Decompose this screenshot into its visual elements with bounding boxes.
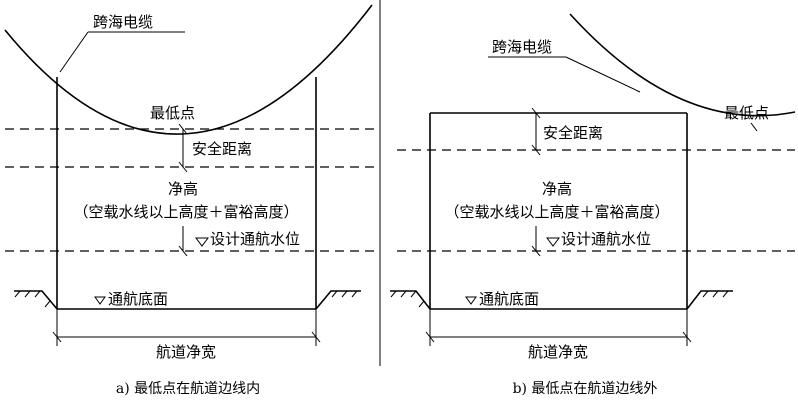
panel-b-width-tick-right [682,331,692,343]
panel-a-lowest-point-label: 最低点 [150,104,195,122]
panel-b-width-tick-left [425,331,435,343]
panel-a: 跨海电缆 最低点 安全距离 净高 （空载水线以上高度＋富裕高度） 设计通航水位 [4,4,377,397]
panel-b-water-level-symbol [546,237,560,247]
panel-b-lowest-point-tick [750,122,758,132]
panel-b-design-water-level-label: 设计通航水位 [561,230,651,248]
panel-a-ground-hatch [14,290,358,308]
panel-b-safety-distance-label: 安全距离 [543,124,603,142]
panel-b-cable-curve [569,13,796,117]
panel-a-water-level-symbol [195,237,209,247]
panel-a-width-tick-left [52,331,62,343]
panel-a-safety-tick-top [178,123,188,135]
panel-a-clearance-label: 净高 [168,180,198,198]
panel-b-bottom-symbol [465,296,477,305]
panel-b-clearance-label: 净高 [542,180,572,198]
panel-b-caption: b) 最低点在航道边线外 [513,381,658,397]
panel-a-safety-tick-bottom [178,161,188,173]
panel-a-clearance-tick [178,245,188,257]
panel-a-width-tick-right [311,331,321,343]
panel-a-clearance-detail: （空载水线以上高度＋富裕高度） [73,203,298,221]
panel-a-caption: a) 最低点在航道边线内 [116,381,260,397]
panel-b-lowest-point-label: 最低点 [724,104,769,122]
panel-a-bottom-symbol [94,296,106,305]
panel-b-safety-tick-top [531,107,541,119]
panel-a-channel-width-label: 航道净宽 [156,343,216,361]
panel-a-design-water-level-label: 设计通航水位 [210,230,300,248]
panel-b-ground-hatch [390,290,729,308]
panel-a-channel-bottom-label: 通航底面 [108,290,168,308]
panel-a-cable-leader [59,31,89,73]
panel-b-clearance-tick [531,245,541,257]
panel-b: 跨海电缆 最低点 安全距离 净高 （空载水线以上高度＋富裕高度） 设计通航水位 [390,13,796,397]
panel-b-channel-width-label: 航道净宽 [528,343,588,361]
panel-b-channel-bed [390,290,733,310]
panel-a-cable-label: 跨海电缆 [93,13,153,31]
panel-b-channel-bottom-label: 通航底面 [479,290,539,308]
panel-b-cable-label: 跨海电缆 [492,38,552,56]
panel-a-safety-distance-label: 安全距离 [192,140,252,158]
panel-b-safety-tick-bottom [531,144,541,156]
panel-b-clearance-detail: （空载水线以上高度＋富裕高度） [444,203,669,221]
panel-a-channel-bed [14,290,361,310]
panel-b-cable-leader [565,56,641,93]
